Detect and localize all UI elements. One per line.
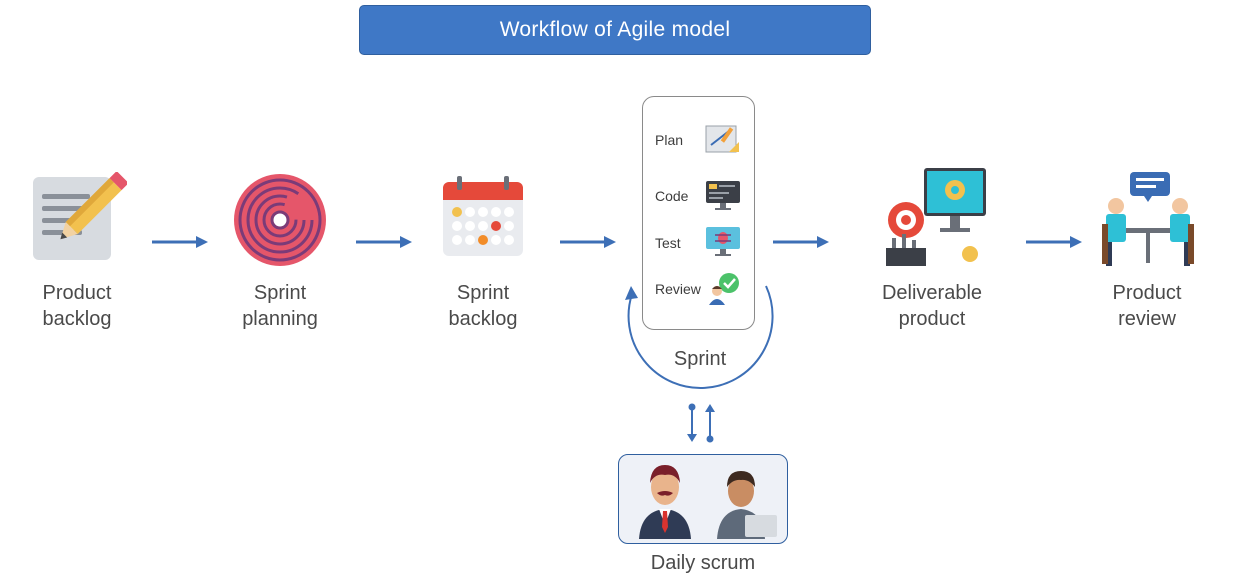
stage-product-review: Product review: [1067, 170, 1227, 340]
calendar-icon: [443, 176, 523, 256]
stage-label: Deliverable product: [881, 282, 983, 330]
stage-label: Sprint planning: [242, 282, 318, 330]
stage-product-backlog: Product backlog: [0, 170, 157, 340]
flow-arrow: [1026, 236, 1082, 248]
bidirectional-arrow-icon: [687, 403, 715, 443]
sprint-step-code: Code: [655, 188, 689, 204]
deliverable-monitor-icon: [886, 168, 986, 266]
daily-scrum-label: Daily scrum: [650, 552, 756, 574]
stage-sprint-planning: Sprint planning: [200, 170, 360, 340]
stage-deliverable-product: Deliverable product: [852, 168, 1012, 340]
stage-label: Sprint backlog: [448, 282, 518, 330]
sprint-label: Sprint: [673, 348, 727, 370]
code-monitor-icon: [706, 181, 740, 210]
manager-avatar-icon: [639, 465, 691, 539]
bug-test-icon: [706, 227, 740, 256]
sprint-step-review: Review: [655, 281, 701, 297]
page-title: Workflow of Agile model: [359, 5, 871, 55]
flow-arrow: [773, 236, 829, 248]
cycle-arrow-icon: [625, 285, 774, 389]
review-check-icon: [709, 273, 739, 305]
developer-avatar-icon: [717, 471, 777, 539]
sprint-step-plan: Plan: [655, 132, 684, 148]
stage-sprint-backlog: Sprint backlog: [403, 170, 563, 340]
daily-scrum-panel: [618, 454, 788, 544]
pencil-notepad-icon: [33, 172, 127, 260]
maze-target-icon: [234, 174, 326, 266]
blueprint-icon: [705, 125, 739, 153]
flow-arrow: [152, 236, 208, 248]
flow-arrow: [356, 236, 412, 248]
sprint-steps-panel: Plan Code Test Review: [642, 96, 755, 330]
flow-arrow: [560, 236, 616, 248]
stage-label: Product backlog: [42, 282, 112, 330]
sprint-step-test: Test: [655, 235, 681, 251]
stage-label: Product review: [1112, 282, 1182, 330]
meeting-review-icon: [1102, 172, 1194, 266]
